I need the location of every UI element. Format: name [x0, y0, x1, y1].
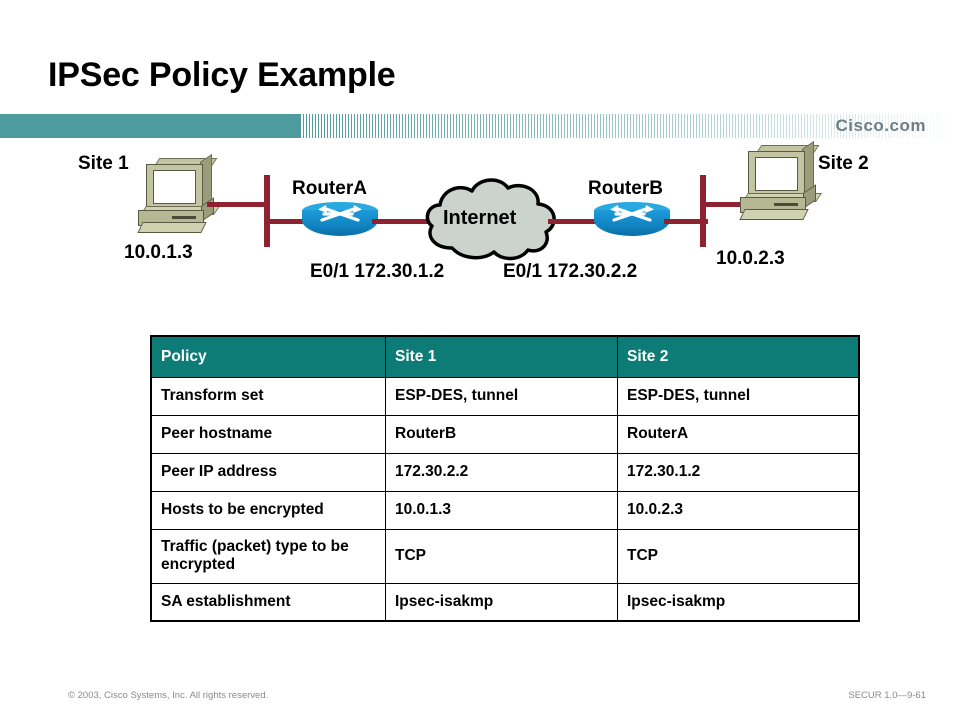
- site1-lan-segment: [264, 175, 270, 247]
- cell-site1: Ipsec-isakmp: [385, 582, 618, 622]
- routerA-interface-label: E0/1 172.30.1.2: [310, 261, 445, 282]
- table-row: Transform set ESP-DES, tunnel ESP-DES, t…: [150, 377, 860, 416]
- monitor-front-face: [748, 151, 805, 199]
- link-site1-lan-to-routerA: [268, 219, 314, 224]
- site2-workstation-icon: [739, 140, 826, 223]
- banner-stripe-gradient: [300, 114, 960, 138]
- link-site2-lan-to-host: [704, 202, 748, 207]
- site1-workstation-icon: [137, 153, 224, 236]
- network-diagram: Site 1 10.0.1.3 RouterA: [0, 140, 960, 305]
- router-arrows-icon: [610, 205, 654, 222]
- cisco-banner: Cisco.com: [0, 114, 960, 138]
- cell-site2: Ipsec-isakmp: [617, 582, 860, 622]
- monitor-front-face: [146, 164, 203, 212]
- cell-site2: RouterA: [617, 415, 860, 454]
- site1-host-ip-label: 10.0.1.3: [124, 242, 193, 263]
- cell-site1: RouterB: [385, 415, 618, 454]
- cisco-com-wordmark: Cisco.com: [835, 116, 926, 135]
- routerA-label: RouterA: [292, 178, 367, 199]
- table-header-row: Policy Site 1 Site 2: [150, 335, 860, 378]
- floppy-drive-slot: [774, 203, 798, 206]
- site1-label: Site 1: [78, 153, 129, 174]
- course-id-text: SECUR 1.0—9-61: [848, 690, 926, 701]
- column-header-policy: Policy: [150, 335, 386, 378]
- keyboard: [137, 222, 207, 233]
- link-routerB-to-lan: [664, 219, 708, 224]
- cell-site2: 172.30.1.2: [617, 453, 860, 492]
- column-header-site2: Site 2: [617, 335, 860, 378]
- cell-policy: Transform set: [150, 377, 386, 416]
- cell-policy: Hosts to be encrypted: [150, 491, 386, 530]
- routerB-label: RouterB: [588, 178, 663, 199]
- copyright-text: © 2003, Cisco Systems, Inc. All rights r…: [68, 690, 269, 701]
- cell-policy: Traffic (packet) type to be encrypted: [150, 529, 386, 584]
- slide-footer: © 2003, Cisco Systems, Inc. All rights r…: [0, 690, 960, 706]
- cell-site1: 172.30.2.2: [385, 453, 618, 492]
- cell-site2: 10.0.2.3: [617, 491, 860, 530]
- site2-label: Site 2: [818, 153, 869, 174]
- internet-label: Internet: [443, 207, 517, 229]
- monitor-screen: [153, 170, 196, 204]
- site2-host-ip-label: 10.0.2.3: [716, 248, 785, 269]
- keyboard: [739, 209, 809, 220]
- cell-site1: TCP: [385, 529, 618, 584]
- column-header-site1: Site 1: [385, 335, 618, 378]
- ipsec-policy-table: Policy Site 1 Site 2 Transform set ESP-D…: [150, 335, 860, 623]
- cell-site1: ESP-DES, tunnel: [385, 377, 618, 416]
- routerB-interface-label: E0/1 172.30.2.2: [503, 261, 638, 282]
- routerB-icon: [594, 200, 670, 244]
- banner-solid-bar: [0, 114, 300, 138]
- page-title: IPSec Policy Example: [48, 56, 396, 94]
- table-row: SA establishment Ipsec-isakmp Ipsec-isak…: [150, 582, 860, 622]
- table-row: Hosts to be encrypted 10.0.1.3 10.0.2.3: [150, 491, 860, 530]
- cell-site2: TCP: [617, 529, 860, 584]
- link-routerA-to-internet: [372, 219, 432, 224]
- cell-policy: SA establishment: [150, 582, 386, 622]
- router-arrows-icon: [318, 205, 362, 222]
- routerA-icon: [302, 200, 378, 244]
- cell-policy: Peer hostname: [150, 415, 386, 454]
- internet-cloud-icon: [425, 178, 556, 261]
- monitor-screen: [755, 157, 798, 191]
- link-site1-host-to-lan: [207, 202, 267, 207]
- floppy-drive-slot: [172, 216, 196, 219]
- cell-site1: 10.0.1.3: [385, 491, 618, 530]
- table-row: Peer hostname RouterB RouterA: [150, 415, 860, 454]
- site2-lan-segment: [700, 175, 706, 247]
- cell-site2: ESP-DES, tunnel: [617, 377, 860, 416]
- table-row: Peer IP address 172.30.2.2 172.30.1.2: [150, 453, 860, 492]
- link-internet-to-routerB: [548, 219, 596, 224]
- cell-policy: Peer IP address: [150, 453, 386, 492]
- table-row: Traffic (packet) type to be encrypted TC…: [150, 529, 860, 584]
